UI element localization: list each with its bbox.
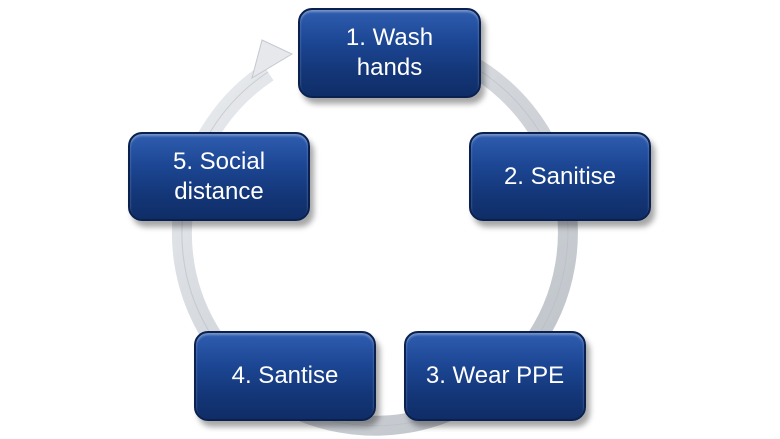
step-1-wash-hands: 1. Wash hands [298, 8, 481, 98]
step-5-social-distance: 5. Social distance [128, 132, 310, 221]
cycle-arrowhead-icon [251, 39, 294, 80]
step-3-wear-ppe: 3. Wear PPE [404, 331, 586, 421]
step-4-santise: 4. Santise [194, 331, 376, 421]
step-2-sanitise: 2. Sanitise [469, 132, 651, 221]
